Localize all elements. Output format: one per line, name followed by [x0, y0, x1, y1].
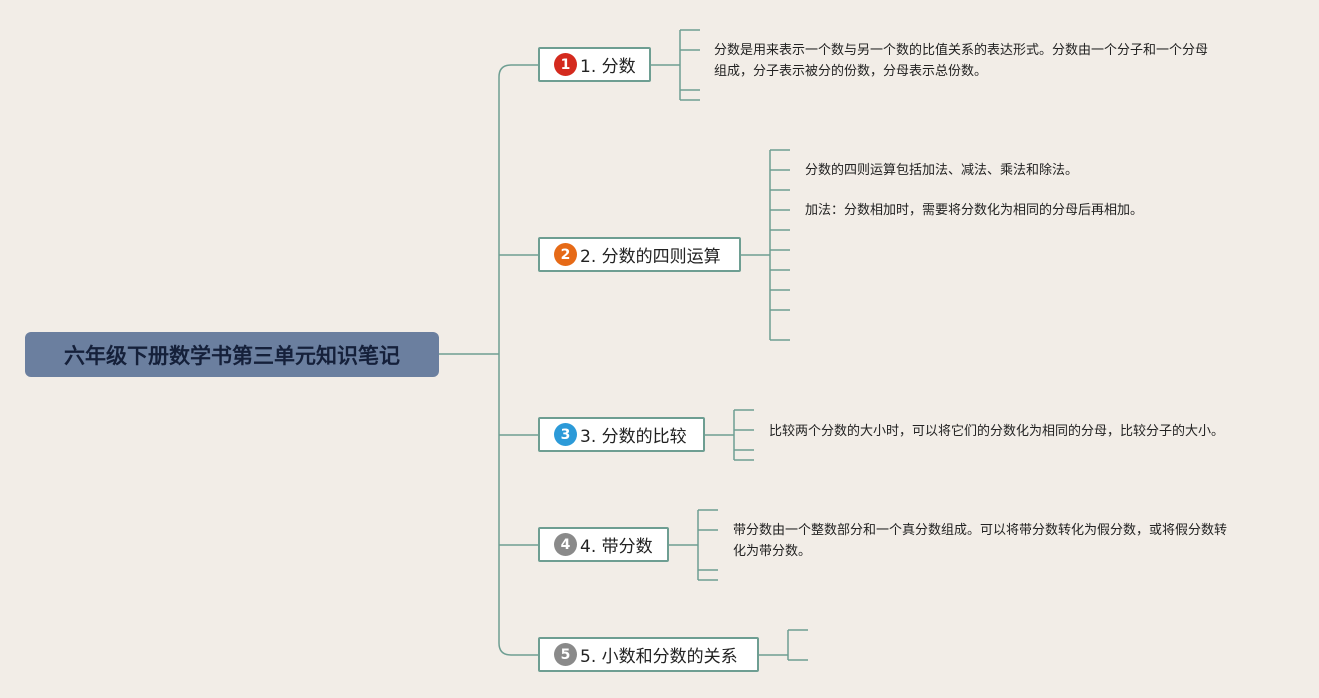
topic-2-label: 2. 分数的四则运算: [580, 247, 721, 267]
topic-2-node[interactable]: 2 2. 分数的四则运算: [538, 237, 741, 272]
root-topic[interactable]: 六年级下册数学书第三单元知识笔记: [25, 332, 439, 377]
topic-1-node[interactable]: 1 1. 分数: [538, 47, 651, 82]
topic-4-note: 带分数由一个整数部分和一个真分数组成。可以将带分数转化为假分数，或将假分数转化为…: [733, 523, 1228, 559]
number-3-badge-icon: 3: [554, 423, 577, 446]
number-5-badge-icon: 5: [554, 643, 577, 666]
root-topic-title: 六年级下册数学书第三单元知识笔记: [64, 343, 400, 368]
topic-5-label: 5. 小数和分数的关系: [580, 647, 738, 667]
topic-4-node[interactable]: 4 4. 带分数: [538, 527, 669, 562]
topic-3-node[interactable]: 3 3. 分数的比较: [538, 417, 705, 452]
number-1-badge-icon: 1: [554, 53, 577, 76]
topic-3-note: 比较两个分数的大小时，可以将它们的分数化为相同的分母，比较分子的大小。: [769, 424, 1225, 439]
topic-4-label: 4. 带分数: [580, 537, 653, 557]
topic-5-node[interactable]: 5 5. 小数和分数的关系: [538, 637, 759, 672]
topic-2-note-2: 加法：分数相加时，需要将分数化为相同的分母后再相加。: [805, 203, 1144, 218]
topic-1-note: 分数是用来表示一个数与另一个数的比值关系的表达形式。分数由一个分子和一个分母组成…: [714, 43, 1209, 79]
topic-3-label: 3. 分数的比较: [580, 427, 687, 447]
number-4-badge-icon: 4: [554, 533, 577, 556]
topic-1-label: 1. 分数: [580, 57, 636, 77]
number-2-badge-icon: 2: [554, 243, 577, 266]
topic-2-note-1: 分数的四则运算包括加法、减法、乘法和除法。: [805, 163, 1079, 178]
